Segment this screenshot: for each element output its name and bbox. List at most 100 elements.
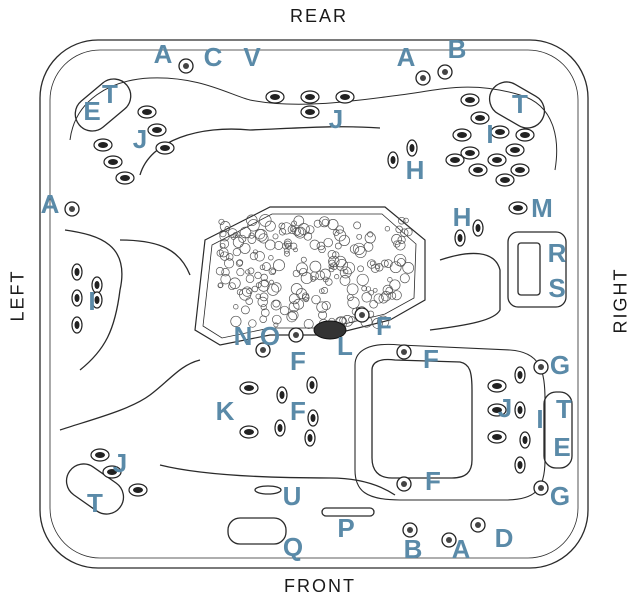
pebble [339, 266, 352, 279]
pebble [219, 239, 230, 249]
valve-center [475, 522, 481, 528]
seat-contour-left [64, 229, 123, 371]
component-label-j: J [329, 104, 343, 134]
pebble [356, 233, 363, 240]
pebble [335, 259, 348, 272]
light-u [254, 485, 282, 495]
jet [115, 171, 135, 185]
pebble [384, 226, 391, 232]
pebble [347, 296, 360, 309]
valve-center [446, 537, 452, 543]
pebble [221, 268, 230, 277]
pebble [311, 294, 321, 305]
pebble [272, 233, 279, 240]
jet [71, 263, 83, 281]
pebble [272, 314, 282, 325]
pebble [367, 231, 374, 238]
component-label-e: E [553, 432, 570, 462]
pebble [247, 267, 255, 275]
jet [490, 125, 510, 139]
pebble [248, 319, 257, 328]
jet [487, 430, 507, 444]
pebble [303, 296, 309, 303]
jet [71, 316, 83, 334]
pebble [377, 315, 390, 328]
pebble [334, 242, 342, 250]
pebble [246, 214, 258, 227]
footwell-pebbles [215, 214, 415, 329]
component-label-f: F [290, 396, 306, 426]
pebble [393, 240, 401, 248]
side-label-rear: REAR [290, 6, 349, 26]
jet [90, 448, 110, 462]
pebble [339, 275, 351, 286]
component-label-s: S [548, 273, 565, 303]
pebble [354, 246, 367, 259]
jet [137, 105, 157, 119]
valve-center [442, 69, 448, 75]
pebble [296, 288, 307, 300]
jet [335, 90, 355, 104]
jet [454, 229, 466, 247]
pebble [219, 242, 226, 249]
pebble [300, 256, 307, 263]
pillow-right-lounge [543, 391, 573, 469]
component-label-j: J [498, 393, 512, 423]
pebble [380, 259, 389, 268]
pebble [309, 239, 320, 250]
jet [514, 366, 526, 384]
jet [452, 128, 472, 142]
pebble [402, 262, 415, 274]
pebble [301, 292, 310, 300]
jet [93, 138, 113, 152]
pebble [363, 241, 374, 252]
pebble [310, 276, 317, 282]
jet [514, 456, 526, 474]
pebble [328, 266, 335, 273]
component-label-n: N [234, 321, 253, 351]
pebble [290, 226, 296, 233]
component-label-k: K [216, 396, 235, 426]
valve-center [420, 75, 426, 81]
pebble [404, 227, 413, 237]
component-label-m: M [531, 193, 553, 223]
pebble [230, 315, 242, 327]
pebble [364, 232, 376, 244]
pebble [254, 271, 262, 280]
pebble [369, 260, 376, 266]
component-label-a: A [397, 42, 416, 72]
pebble [251, 285, 259, 293]
pebble [338, 234, 350, 246]
jet [460, 146, 480, 160]
jet [487, 379, 507, 393]
valve-center [69, 206, 75, 212]
pebble [294, 227, 305, 237]
pebble [321, 301, 331, 311]
pebble [334, 274, 340, 280]
pebble [254, 229, 268, 242]
pebble [389, 261, 402, 274]
pebble [278, 228, 287, 236]
jet [460, 93, 480, 107]
pebble [316, 241, 326, 251]
pebble [284, 250, 290, 257]
pebble [236, 289, 243, 296]
pebble [348, 316, 356, 324]
valve-center [359, 312, 365, 318]
pebble [245, 269, 251, 275]
pebble [219, 229, 227, 238]
pebble [259, 264, 266, 271]
jet [515, 128, 535, 142]
pebble [270, 268, 276, 274]
jet [102, 465, 122, 479]
pebble [296, 262, 308, 275]
component-label-t: T [87, 488, 103, 518]
pebble [254, 228, 266, 240]
jets-group [64, 58, 549, 548]
component-label-t: T [102, 79, 118, 109]
pebble [220, 274, 231, 285]
component-label-t: T [512, 89, 528, 119]
pebble [268, 255, 274, 261]
